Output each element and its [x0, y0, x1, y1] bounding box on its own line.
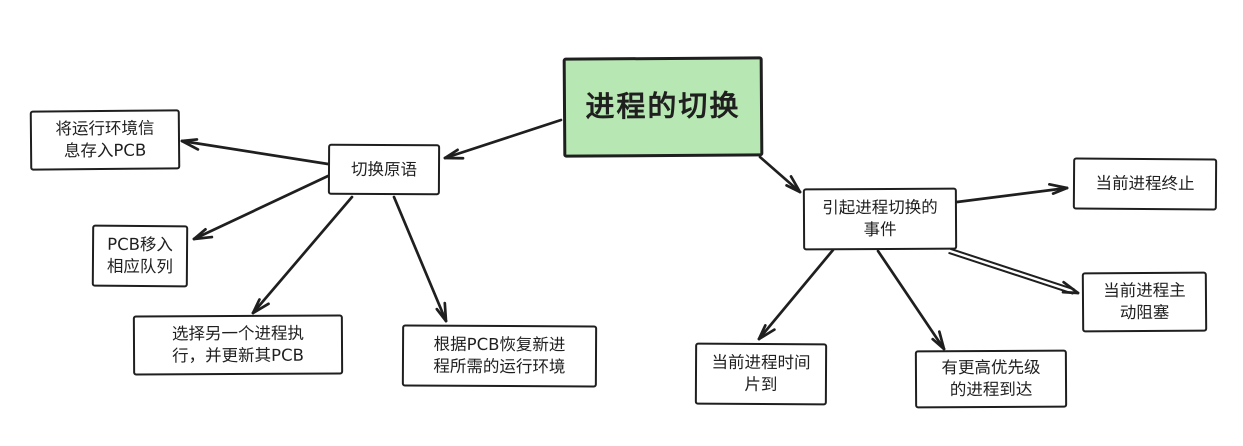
edge-primitive-restore_env: [392, 195, 448, 323]
node-save-env-to-pcb: 将运行环境信 息存入PCB: [29, 109, 181, 171]
node-process-block: 当前进程主 动阻塞: [1081, 271, 1208, 333]
node-higher-priority-arrive: 有更高优先级 的进程到达: [914, 349, 1068, 409]
node-process-terminate: 当前进程终止: [1072, 157, 1218, 211]
edge-events-priority: [876, 249, 946, 351]
edge-primitive-select_process: [251, 195, 354, 315]
node-restore-env-from-pcb: 根据PCB恢复新进 程所需的运行环境: [401, 324, 598, 388]
node-process-switching: 进程的切换: [562, 56, 764, 158]
edge-primitive-move_pcb: [192, 174, 330, 241]
node-switch-primitive: 切换原语: [327, 143, 441, 196]
edge-root-events: [758, 155, 802, 194]
edge-events-timeslice: [757, 248, 835, 341]
edge-primitive-save_env: [180, 138, 330, 166]
edge-events-terminate: [955, 183, 1069, 204]
node-move-pcb-to-queue: PCB移入 相应队列: [91, 224, 189, 288]
node-select-another-process: 选择另一个进程执 行，并更新其PCB: [132, 314, 344, 376]
edge-events-block: [948, 247, 1080, 295]
node-switch-events: 引起进程切换的 事件: [802, 187, 958, 251]
node-timeslice-expire: 当前进程时间 片到: [694, 342, 828, 406]
edge-root-primitive: [443, 118, 563, 160]
